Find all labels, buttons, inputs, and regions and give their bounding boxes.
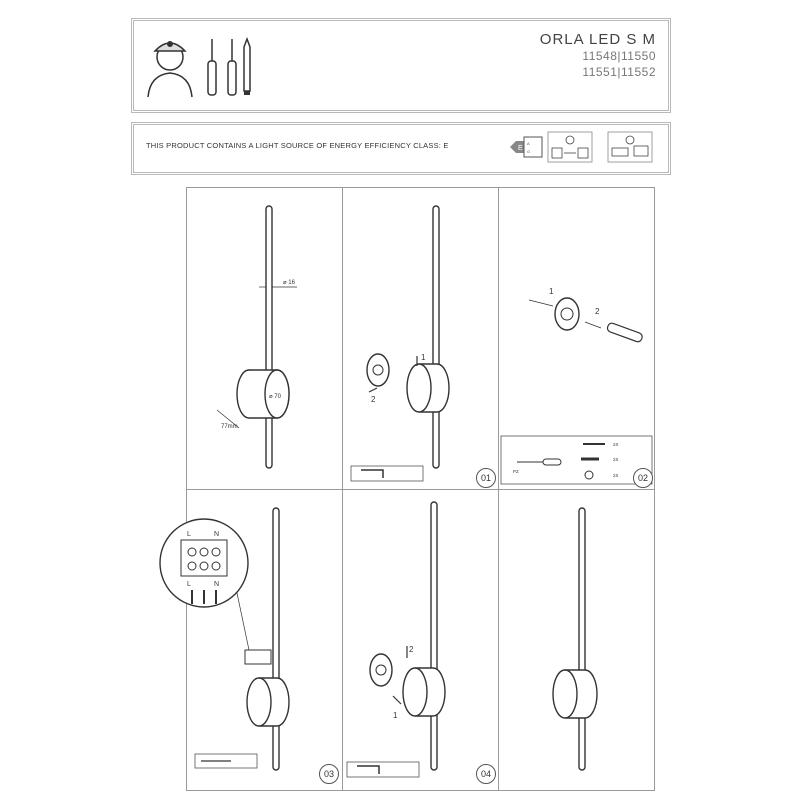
- svg-text:N: N: [214, 581, 219, 588]
- svg-text:1: 1: [549, 287, 554, 296]
- step-01-badge: 01: [476, 468, 496, 488]
- svg-text:⌀ 16: ⌀ 16: [283, 280, 296, 286]
- step-02-badge: 02: [633, 468, 653, 488]
- product-title: ORLA LED S M 11548|11550 11551|11552: [540, 31, 656, 80]
- terminal-detail: L N L N: [159, 518, 249, 608]
- svg-text:2X: 2X: [613, 442, 619, 447]
- installer-icon: [147, 41, 193, 98]
- svg-text:1: 1: [393, 711, 398, 720]
- energy-panel: THIS PRODUCT CONTAINS A LIGHT SOURCE OF …: [131, 122, 671, 175]
- svg-text:G: G: [527, 149, 530, 154]
- svg-text:PZ: PZ: [513, 469, 519, 474]
- energy-statement: THIS PRODUCT CONTAINS A LIGHT SOURCE OF …: [146, 141, 449, 150]
- svg-text:2X: 2X: [613, 457, 619, 462]
- step-02-drawing: 1 2 2X 2X 2X PZ: [500, 287, 653, 485]
- final-product-drawing: [552, 507, 598, 771]
- pencil-icon: [243, 36, 251, 95]
- header-panel: ORLA LED S M 11548|11550 11551|11552: [131, 18, 671, 113]
- svg-text:1: 1: [421, 353, 426, 362]
- svg-text:L: L: [187, 581, 191, 588]
- svg-text:77mm: 77mm: [221, 424, 238, 430]
- lamp-replaceable-icon: [547, 131, 593, 163]
- driver-replaceable-icon: [607, 131, 653, 163]
- svg-text:2X: 2X: [613, 473, 619, 478]
- svg-text:⌀ 70: ⌀ 70: [269, 394, 282, 400]
- energy-label-icon: E A G: [510, 136, 543, 158]
- svg-text:A: A: [527, 141, 530, 146]
- codes-line-2: 11551|11552: [582, 65, 656, 79]
- svg-text:L: L: [187, 531, 191, 538]
- svg-text:2: 2: [595, 307, 600, 316]
- model-name: ORLA LED S M: [539, 31, 656, 48]
- codes-line-1: 11548|11550: [582, 49, 656, 63]
- instruction-grid: ⌀ 16 ⌀ 70 77mm 1 2 01 1 2 2X 2X: [159, 187, 655, 791]
- svg-text:E: E: [518, 145, 523, 152]
- svg-text:N: N: [214, 531, 219, 538]
- step-04-badge: 04: [476, 764, 496, 784]
- svg-text:2: 2: [409, 645, 414, 654]
- svg-text:2: 2: [371, 395, 376, 404]
- step-04-drawing: 2 1: [346, 501, 446, 778]
- dimension-drawing: ⌀ 16 ⌀ 70 77mm: [216, 205, 297, 469]
- screwdriver-icon: [207, 39, 217, 96]
- step-03-badge: 03: [319, 764, 339, 784]
- phillips-screwdriver-icon: [227, 39, 237, 96]
- step-03-drawing: [194, 507, 290, 771]
- step-01-drawing: 1 2: [350, 205, 450, 482]
